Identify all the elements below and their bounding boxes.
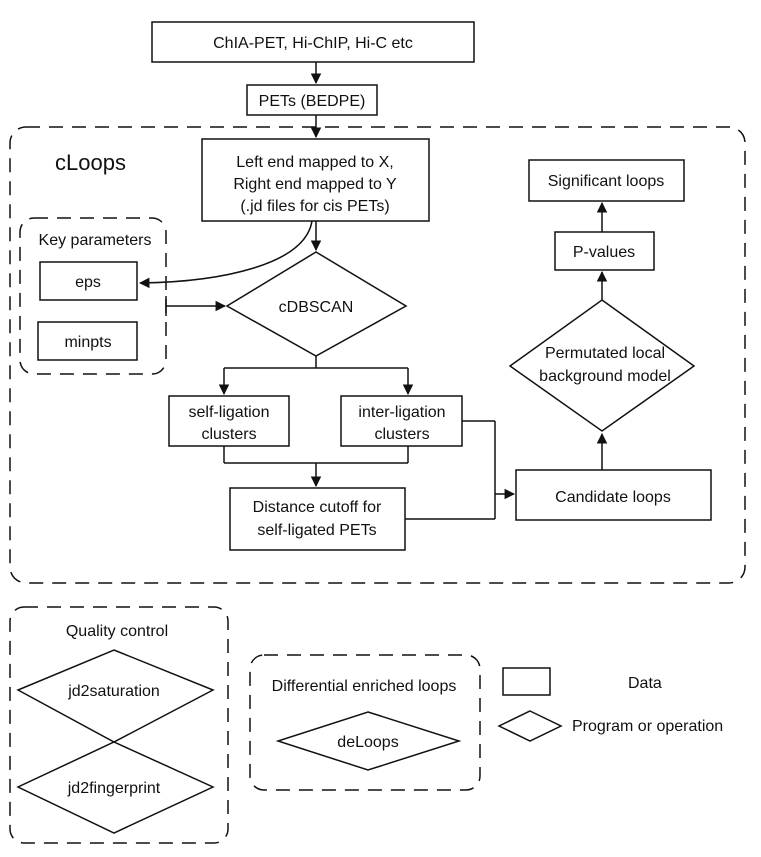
- mapped-line-1: Left end mapped to X,: [236, 154, 393, 171]
- mapped-line-2: Right end mapped to Y: [233, 176, 397, 193]
- deloops-label: deLoops: [337, 734, 398, 751]
- candidate-loops-box: [515, 469, 712, 521]
- permutated-diamond: [508, 299, 696, 432]
- deloops-diamond: [275, 711, 462, 771]
- quality-control-container: [9, 606, 229, 844]
- key-parameters-title-bg: [28, 226, 162, 252]
- eps-box: [39, 261, 138, 301]
- differential-container: [249, 654, 481, 791]
- legend-program-swatch: [497, 710, 563, 742]
- inter-ligation-line-2: clusters: [374, 426, 429, 443]
- arrow-mapped-to-eps: [138, 220, 313, 289]
- jd2fingerprint-label: jd2fingerprint: [67, 780, 161, 797]
- inputs-box: [151, 21, 475, 63]
- minpts-box: [37, 321, 138, 361]
- key-parameters-title: Key parameters: [39, 232, 152, 249]
- distance-cutoff-box: [229, 487, 406, 551]
- permutated-line-2: background model: [539, 368, 671, 385]
- distance-cutoff-line-2: self-ligated PETs: [257, 522, 376, 539]
- inputs-label: ChIA-PET, Hi-ChIP, Hi-C etc: [213, 35, 413, 52]
- legend-data-swatch: [502, 667, 551, 696]
- mapped-line-3: (.jd files for cis PETs): [240, 198, 389, 215]
- differential-title-bg: [254, 672, 476, 698]
- minpts-label: minpts: [64, 334, 111, 351]
- eps-label: eps: [75, 274, 101, 291]
- legend-data-label: Data: [628, 675, 662, 692]
- pets-label: PETs (BEDPE): [259, 93, 366, 110]
- pets-box: [246, 84, 378, 116]
- significant-loops-box: [528, 159, 685, 202]
- self-ligation-line-2: clusters: [201, 426, 256, 443]
- candidate-loops-label: Candidate loops: [555, 489, 671, 506]
- jd2saturation-label: jd2saturation: [67, 683, 160, 700]
- significant-loops-label: Significant loops: [548, 173, 665, 190]
- self-ligation-box: [168, 395, 290, 447]
- differential-title: Differential enriched loops: [272, 678, 457, 695]
- mapped-box: [201, 138, 430, 222]
- cloops-container: [9, 126, 746, 584]
- distance-cutoff-line-1: Distance cutoff for: [253, 499, 382, 516]
- permutated-line-1: Permutated local: [545, 345, 665, 362]
- inter-ligation-box: [340, 395, 463, 447]
- p-values-box: [554, 231, 655, 271]
- legend-program-label: Program or operation: [572, 718, 723, 735]
- key-parameters-container: [19, 217, 167, 375]
- p-values-label: P-values: [573, 244, 635, 261]
- cdbscan-label: cDBSCAN: [279, 299, 354, 316]
- inter-ligation-line-1: inter-ligation: [358, 404, 445, 421]
- cloops-title: cLoops: [55, 150, 126, 175]
- self-ligation-line-1: self-ligation: [189, 404, 270, 421]
- jd2fingerprint-diamond: [16, 741, 215, 834]
- quality-control-title: Quality control: [66, 623, 168, 640]
